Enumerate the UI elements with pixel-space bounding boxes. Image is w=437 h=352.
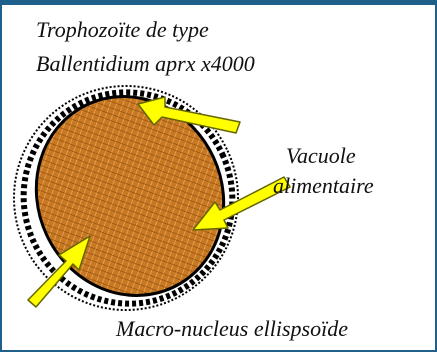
label-macronucleus: Macro-nucleus ellispsoïde bbox=[116, 317, 348, 341]
title-line-2: Ballentidium aprx x4000 bbox=[36, 52, 255, 76]
label-vacuole-line1: Vacuole bbox=[286, 144, 356, 168]
label-vacuole-line2: alimentaire bbox=[273, 174, 374, 198]
title-line-1: Trophozoïte de type bbox=[36, 18, 209, 42]
